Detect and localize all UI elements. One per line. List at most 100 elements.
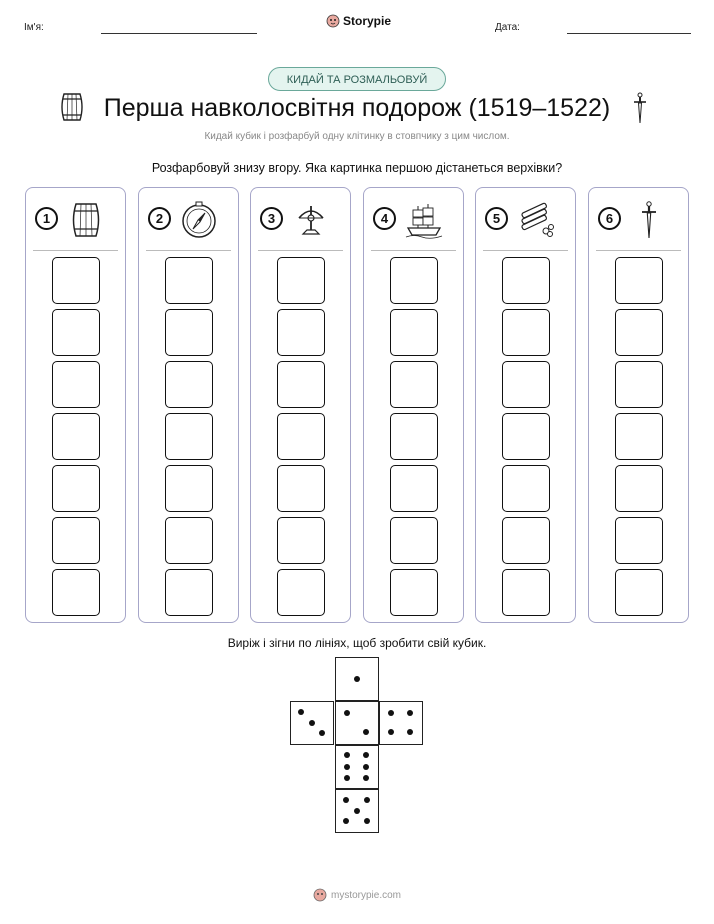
color-cell[interactable]	[390, 257, 438, 304]
storypie-mascot-icon	[313, 888, 327, 902]
color-cell[interactable]	[502, 465, 550, 512]
instruction-text: Розфарбовуй знизу вгору. Яка картинка пе…	[151, 161, 563, 175]
die-pip	[353, 675, 360, 682]
sword-icon	[634, 92, 646, 124]
color-cell[interactable]	[502, 413, 550, 460]
color-cell[interactable]	[390, 569, 438, 616]
die-pip	[344, 763, 351, 770]
column-divider	[371, 250, 456, 251]
die-face-1	[335, 657, 379, 701]
color-cell[interactable]	[277, 569, 325, 616]
page-title: Перша навколосвітня подорож (1519–1522)	[103, 94, 611, 122]
color-cell[interactable]	[615, 413, 663, 460]
color-cell[interactable]	[502, 569, 550, 616]
die-pip	[298, 709, 305, 716]
page-subtitle: Кидай кубик і розфарбуй одну клітинку в …	[204, 131, 510, 142]
die-pip	[343, 817, 350, 824]
die-pip	[363, 817, 370, 824]
column-divider	[146, 250, 231, 251]
color-cell[interactable]	[277, 465, 325, 512]
column-2: 2	[138, 187, 239, 623]
color-cell[interactable]	[390, 465, 438, 512]
color-cell[interactable]	[165, 361, 213, 408]
color-cell[interactable]	[615, 309, 663, 356]
color-cell[interactable]	[165, 257, 213, 304]
color-cell[interactable]	[615, 361, 663, 408]
sword-icon	[642, 201, 656, 239]
color-cell[interactable]	[277, 257, 325, 304]
die-pip	[343, 797, 350, 804]
color-cell[interactable]	[615, 517, 663, 564]
color-cell[interactable]	[277, 413, 325, 460]
column-3: 3	[250, 187, 351, 623]
die-pip	[318, 729, 325, 736]
name-label: Ім'я:	[24, 22, 44, 33]
die-pip	[406, 728, 413, 735]
color-cell[interactable]	[502, 309, 550, 356]
color-cell[interactable]	[277, 361, 325, 408]
die-pip	[362, 774, 369, 781]
color-cell[interactable]	[165, 517, 213, 564]
color-cell[interactable]	[165, 465, 213, 512]
color-cell[interactable]	[52, 569, 100, 616]
die-pip	[388, 710, 395, 717]
column-6: 6	[588, 187, 689, 623]
date-line[interactable]	[567, 33, 691, 34]
die-pip	[308, 719, 315, 726]
die-pip	[406, 710, 413, 717]
column-number: 1	[35, 207, 58, 230]
color-cell[interactable]	[165, 309, 213, 356]
color-cell[interactable]	[502, 257, 550, 304]
die-face-3	[290, 701, 334, 745]
column-number: 3	[260, 207, 283, 230]
color-cell[interactable]	[52, 257, 100, 304]
column-number: 2	[148, 207, 171, 230]
barrel-icon	[72, 203, 100, 237]
date-label: Дата:	[495, 22, 520, 33]
column-divider	[258, 250, 343, 251]
die-face-6	[335, 745, 379, 789]
brand-logo: Storypie	[326, 14, 391, 28]
compass-icon	[182, 201, 216, 238]
color-cell[interactable]	[52, 465, 100, 512]
die-face-5	[335, 789, 379, 833]
color-cell[interactable]	[615, 569, 663, 616]
ship-icon	[405, 204, 443, 239]
footer: mystorypie.com	[0, 888, 714, 902]
storypie-mascot-icon	[326, 14, 340, 28]
color-cell[interactable]	[615, 465, 663, 512]
die-pip	[388, 728, 395, 735]
column-4: 4	[363, 187, 464, 623]
cut-instruction: Виріж і зігни по лініях, щоб зробити сві…	[227, 636, 487, 650]
color-cell[interactable]	[277, 309, 325, 356]
column-divider	[596, 250, 681, 251]
color-cell[interactable]	[165, 569, 213, 616]
color-cell[interactable]	[615, 257, 663, 304]
color-cell[interactable]	[52, 309, 100, 356]
activity-badge: КИДАЙ ТА РОЗМАЛЬОВУЙ	[268, 67, 446, 91]
color-cell[interactable]	[502, 517, 550, 564]
column-number: 5	[485, 207, 508, 230]
color-cell[interactable]	[52, 361, 100, 408]
die-pip	[363, 797, 370, 804]
die-pip	[344, 752, 351, 759]
die-pip	[344, 710, 351, 717]
color-cell[interactable]	[52, 413, 100, 460]
die-pip	[353, 807, 360, 814]
color-cell[interactable]	[390, 413, 438, 460]
color-cell[interactable]	[52, 517, 100, 564]
die-pip	[362, 752, 369, 759]
color-cell[interactable]	[277, 517, 325, 564]
color-cell[interactable]	[390, 361, 438, 408]
barrel-icon	[61, 93, 83, 121]
color-cell[interactable]	[502, 361, 550, 408]
color-cell[interactable]	[165, 413, 213, 460]
column-1: 1	[25, 187, 126, 623]
die-face-2	[335, 701, 379, 745]
color-cell[interactable]	[390, 517, 438, 564]
color-cell[interactable]	[390, 309, 438, 356]
column-divider	[33, 250, 118, 251]
name-line[interactable]	[101, 33, 257, 34]
footer-url: mystorypie.com	[330, 889, 401, 901]
column-number: 4	[373, 207, 396, 230]
